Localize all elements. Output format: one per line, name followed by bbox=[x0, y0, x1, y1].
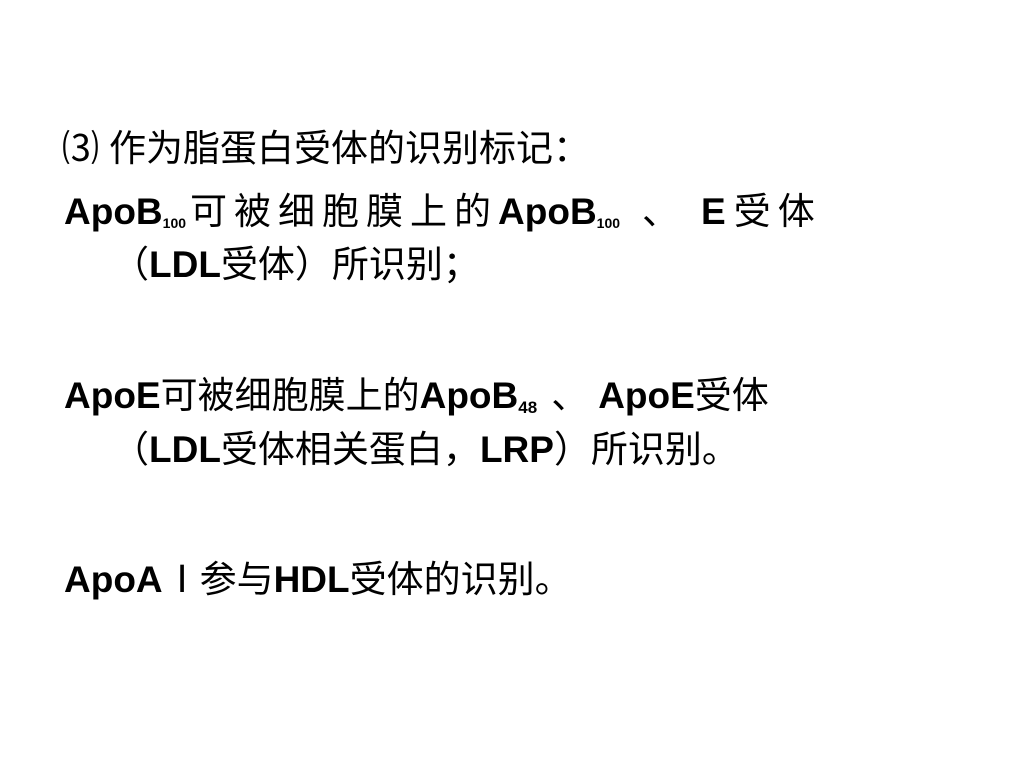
receptor-text: 受体 bbox=[694, 374, 769, 417]
para2-text: 可被细胞膜上的 bbox=[160, 374, 420, 417]
roman-one: Ⅰ bbox=[176, 558, 188, 601]
ldl-term: LDL bbox=[149, 244, 221, 285]
para3-tail: 受体的识别。 bbox=[349, 558, 572, 601]
apob-subscript: 100 bbox=[162, 215, 187, 231]
e-term: E bbox=[701, 191, 726, 232]
para2-line1: ApoE可被细胞膜上的ApoB48、ApoE受体 bbox=[64, 374, 769, 430]
apoe-term: ApoE bbox=[64, 375, 161, 416]
apob-term: ApoB bbox=[498, 191, 597, 232]
apob-term: ApoB bbox=[419, 375, 519, 416]
para3-text: 参与 bbox=[199, 558, 274, 601]
para1-line2: （LDL受体）所识别； bbox=[112, 243, 480, 287]
separator: 、 bbox=[551, 374, 589, 417]
heading-text: 作为脂蛋白受体的识别标记： bbox=[109, 127, 590, 170]
separator: 、 bbox=[642, 190, 680, 233]
para2-line2-tail: ）所识别。 bbox=[553, 428, 739, 471]
apob-subscript: 48 bbox=[518, 398, 538, 417]
open-paren: （ bbox=[112, 243, 149, 286]
lrp-term: LRP bbox=[479, 429, 554, 470]
apoe-term: ApoE bbox=[598, 375, 695, 416]
apoa-term: ApoA bbox=[64, 559, 163, 600]
apob-subscript: 100 bbox=[596, 215, 621, 231]
para1-line2-text: 受体）所识别； bbox=[220, 243, 480, 286]
open-paren: （ bbox=[112, 428, 149, 471]
para1-text: 可被细胞膜上的 bbox=[190, 190, 499, 233]
para2-line2-text: 受体相关蛋白， bbox=[220, 428, 480, 471]
para3-line: ApoA Ⅰ 参与HDL受体的识别。 bbox=[64, 558, 572, 602]
para2-line2: （LDL受体相关蛋白，LRP）所识别。 bbox=[112, 428, 739, 472]
ldl-term: LDL bbox=[149, 429, 221, 470]
item-marker: ⑶ bbox=[62, 127, 99, 170]
hdl-term: HDL bbox=[273, 559, 350, 600]
apob-term: ApoB bbox=[64, 191, 163, 232]
heading-line: ⑶作为脂蛋白受体的识别标记： bbox=[62, 127, 590, 171]
receptor-text: 受体 bbox=[733, 190, 822, 233]
